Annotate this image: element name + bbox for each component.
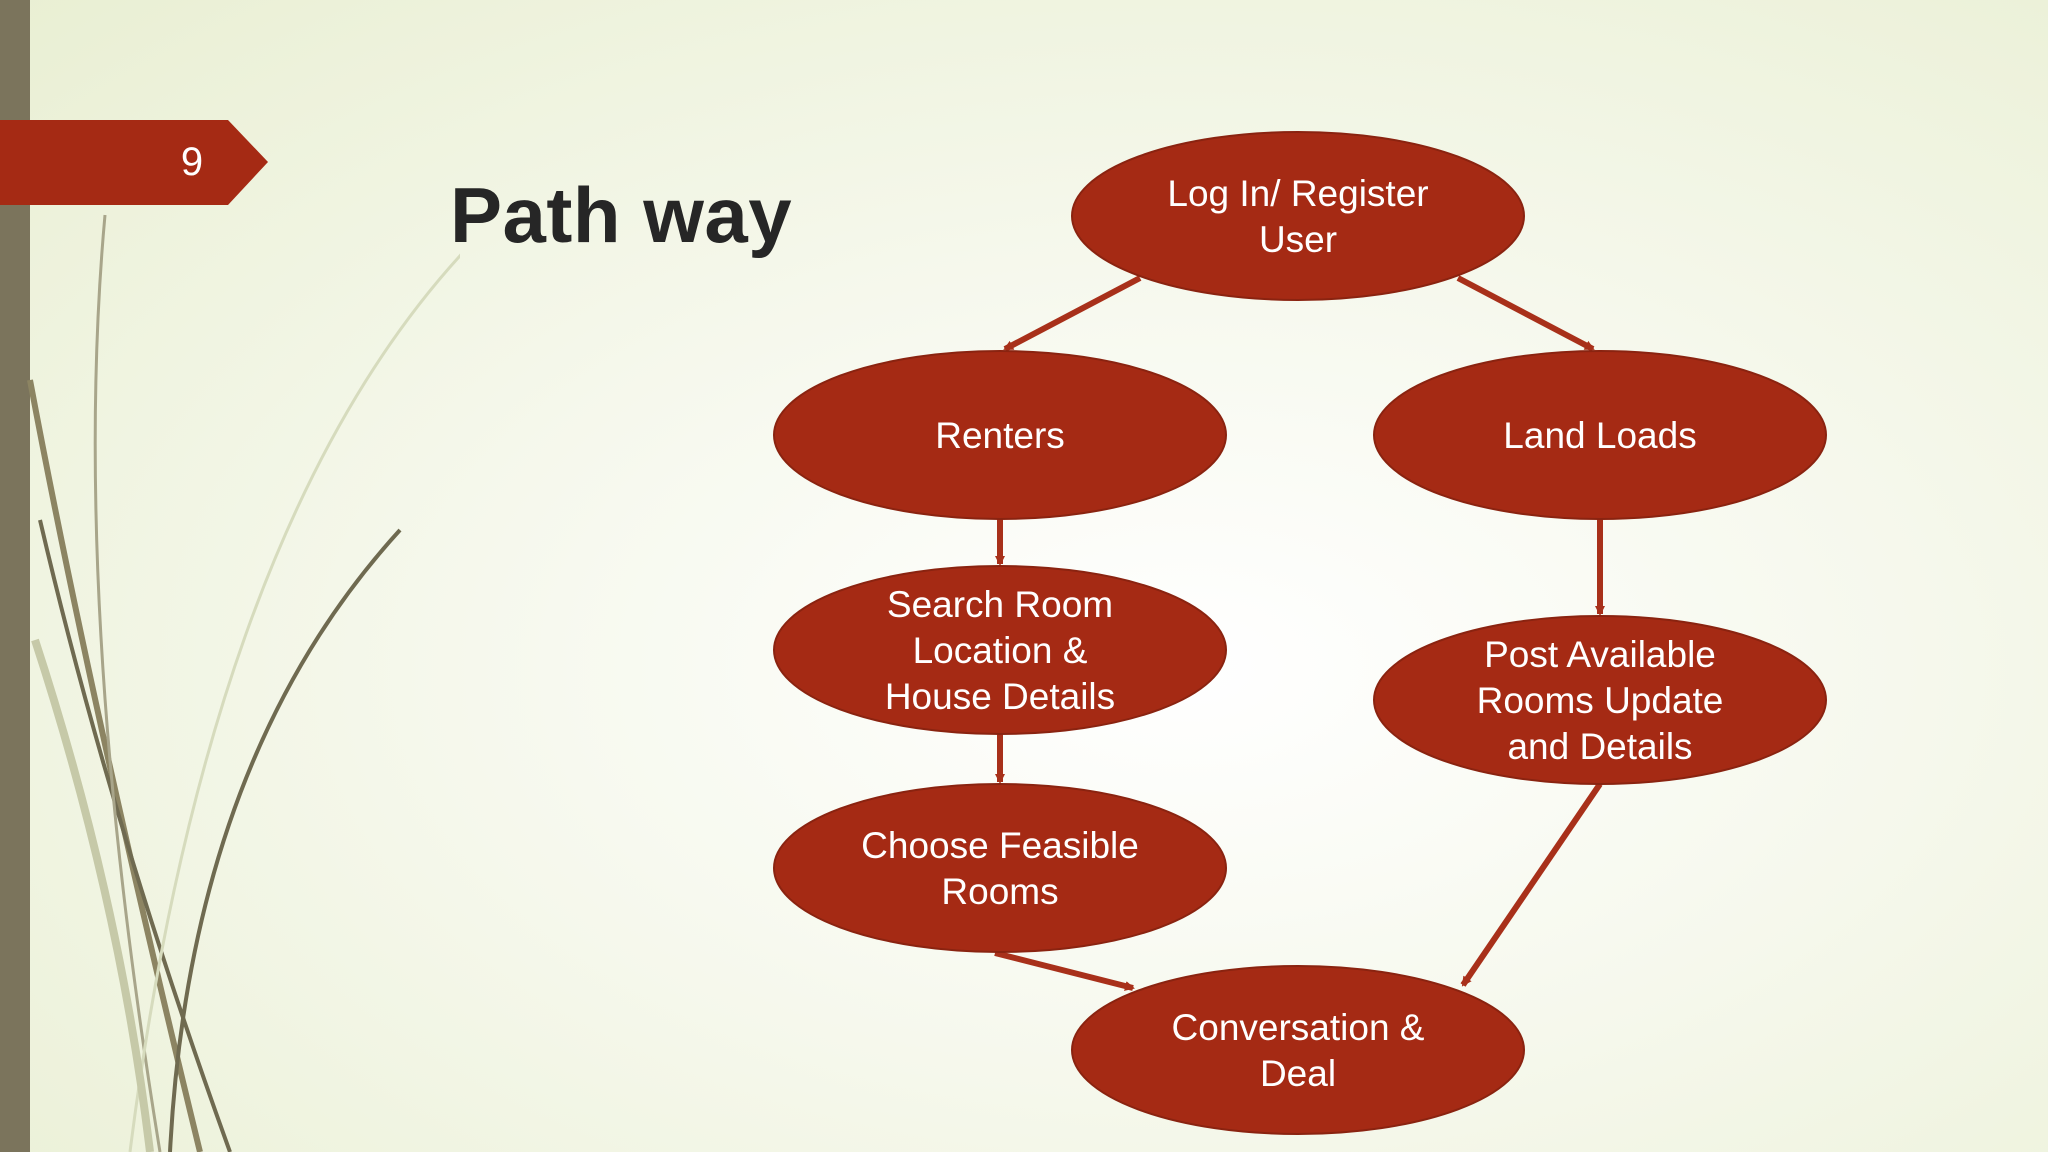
node-search-shape <box>773 565 1227 735</box>
node-search-label: House Details <box>885 676 1115 717</box>
node-choose-shape <box>773 783 1227 953</box>
decorative-grass-curves <box>27 214 460 1152</box>
node-deal-shape <box>1071 965 1525 1135</box>
arrow-choose-to-deal <box>994 950 1135 991</box>
node-search-label: Location & <box>913 630 1088 671</box>
node-login-label: User <box>1259 219 1337 260</box>
node-deal-label: Deal <box>1260 1053 1336 1094</box>
node-deal: Conversation & Deal <box>1071 965 1525 1135</box>
node-login-label: Log In/ Register <box>1167 173 1428 214</box>
node-post-label: Rooms Update <box>1477 680 1724 721</box>
node-landlords-shape <box>1373 350 1827 520</box>
node-renters-shape <box>773 350 1227 520</box>
node-landlords-label: Land Loads <box>1503 415 1696 456</box>
page-number: 9 <box>180 140 204 184</box>
node-search-label: Search Room <box>887 584 1113 625</box>
node-choose-label: Choose Feasible <box>861 825 1139 866</box>
node-renters: Renters <box>773 350 1227 520</box>
node-deal-label: Conversation & <box>1172 1007 1425 1048</box>
node-post-shape <box>1373 615 1827 785</box>
node-post-label: and Details <box>1507 726 1692 767</box>
node-landlords: Land Loads <box>1373 350 1827 520</box>
arrow-login-to-landlords <box>1456 275 1595 352</box>
node-post-label: Post Available <box>1484 634 1716 675</box>
slide-title: Path way <box>450 171 793 259</box>
node-renters-label: Renters <box>935 415 1065 456</box>
arrow-login-to-renters <box>1003 275 1142 352</box>
arrow-post-to-deal <box>1460 782 1603 987</box>
node-login-shape <box>1071 131 1525 301</box>
page-number-tab <box>0 120 268 205</box>
node-choose-label: Rooms <box>941 871 1058 912</box>
